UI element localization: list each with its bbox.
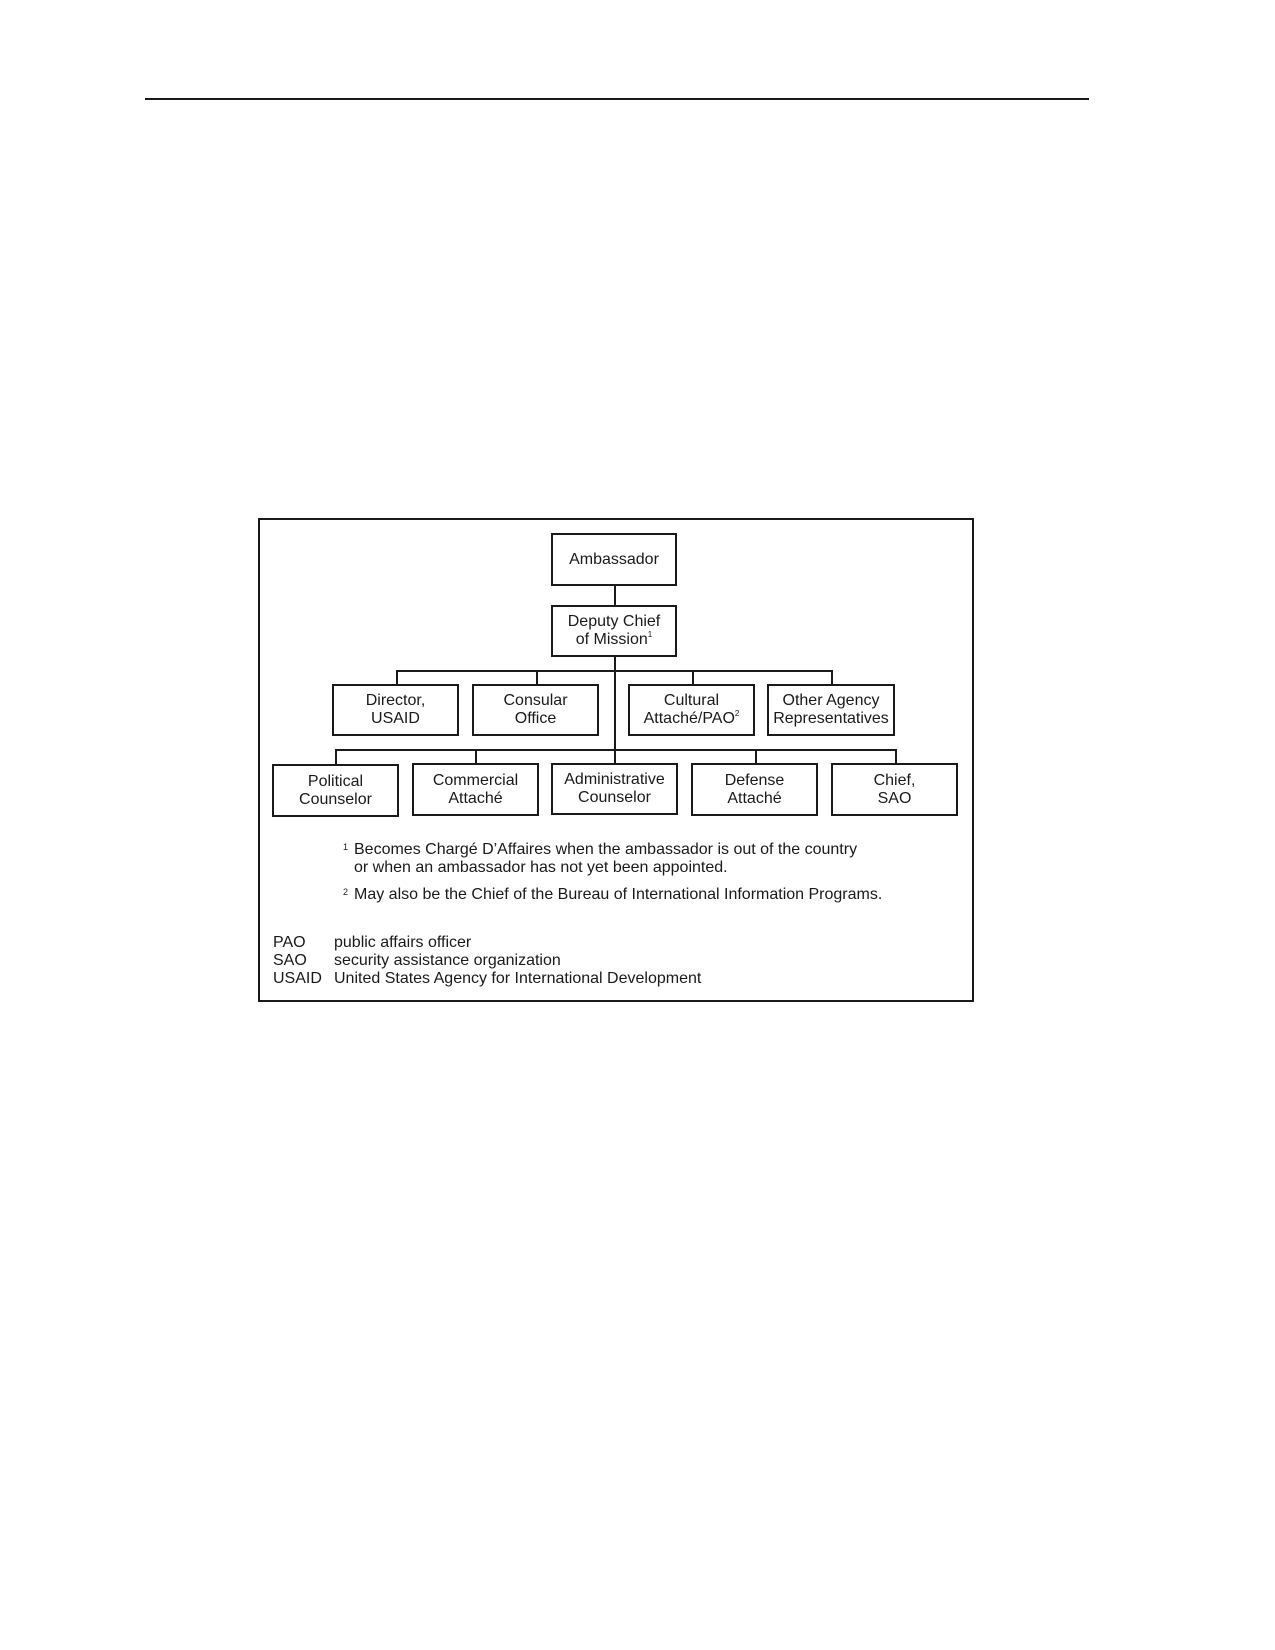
- node-deputy-chief-of-mission: Deputy Chief of Mission1: [551, 605, 677, 657]
- node-cultural-attache-label: Cultural Attaché/PAO2: [644, 692, 740, 728]
- node-director-usaid: Director, USAID: [332, 684, 459, 736]
- connector-main-trunk: [614, 656, 616, 765]
- node-chief-sao: Chief, SAO: [831, 763, 958, 816]
- node-political-counselor-label: Political Counselor: [299, 772, 372, 808]
- node-defense-attache-label: Defense Attaché: [724, 771, 785, 807]
- node-director-usaid-label: Director, USAID: [365, 692, 426, 727]
- connector-consular: [536, 670, 538, 686]
- connector-cultural: [692, 670, 694, 686]
- node-cultural-attache: Cultural Attaché/PAO2: [628, 684, 755, 736]
- abbreviation-usaid: USAID: [273, 970, 322, 987]
- connector-ambassador-dcm: [614, 585, 616, 606]
- connector-defense: [755, 749, 757, 765]
- node-ambassador-label: Ambassador: [569, 550, 659, 568]
- footnote-1-text: Becomes Chargé D’Affaires when the ambas…: [354, 841, 858, 858]
- node-administrative-counselor: Administrative Counselor: [551, 763, 678, 815]
- footnote-2-mark: 2: [343, 887, 349, 897]
- connector-political: [335, 749, 337, 765]
- abbreviation-pao: PAO: [273, 934, 306, 951]
- node-defense-attache: Defense Attaché: [691, 763, 818, 816]
- org-chart-frame: [258, 518, 974, 1002]
- node-dcm-label: Deputy Chief of Mission1: [568, 613, 661, 649]
- node-political-counselor: Political Counselor: [272, 764, 399, 817]
- node-commercial-attache-label: Commercial Attaché: [432, 771, 519, 807]
- abbreviation-sao: SAO: [273, 952, 307, 969]
- connector-row2-bus: [335, 749, 897, 751]
- connector-commercial: [475, 749, 477, 765]
- page-header-rule: [145, 98, 1089, 100]
- node-consular-office-label: Consular Office: [503, 692, 568, 727]
- abbreviation-pao-meaning: public affairs officer: [334, 934, 472, 951]
- connector-usaid: [396, 670, 398, 686]
- abbreviation-usaid-meaning: United States Agency for International D…: [334, 970, 702, 987]
- node-administrative-counselor-label: Administrative Counselor: [564, 771, 665, 806]
- footnote-ref-1: 1: [647, 630, 653, 639]
- connector-other-agency: [831, 670, 833, 686]
- connector-chief-sao: [895, 749, 897, 765]
- footnote-2-text: May also be the Chief of the Bureau of I…: [354, 886, 883, 903]
- node-ambassador: Ambassador: [551, 533, 677, 586]
- footnote-1-text-continued: or when an ambassador has not yet been a…: [354, 859, 728, 876]
- connector-row1-bus: [396, 670, 833, 672]
- footnote-1-mark: 1: [343, 842, 349, 852]
- footnote-ref-2: 2: [734, 709, 740, 718]
- node-commercial-attache: Commercial Attaché: [412, 763, 539, 816]
- abbreviation-sao-meaning: security assistance organization: [334, 952, 561, 969]
- node-consular-office: Consular Office: [472, 684, 599, 736]
- node-other-agency-representatives: Other Agency Representatives: [767, 684, 895, 736]
- node-chief-sao-label: Chief, SAO: [873, 771, 916, 807]
- node-dcm-text: Deputy Chief of Mission: [567, 613, 661, 648]
- node-cultural-attache-text: Cultural Attaché/PAO: [643, 692, 735, 727]
- node-other-agency-label: Other Agency Representatives: [773, 692, 889, 727]
